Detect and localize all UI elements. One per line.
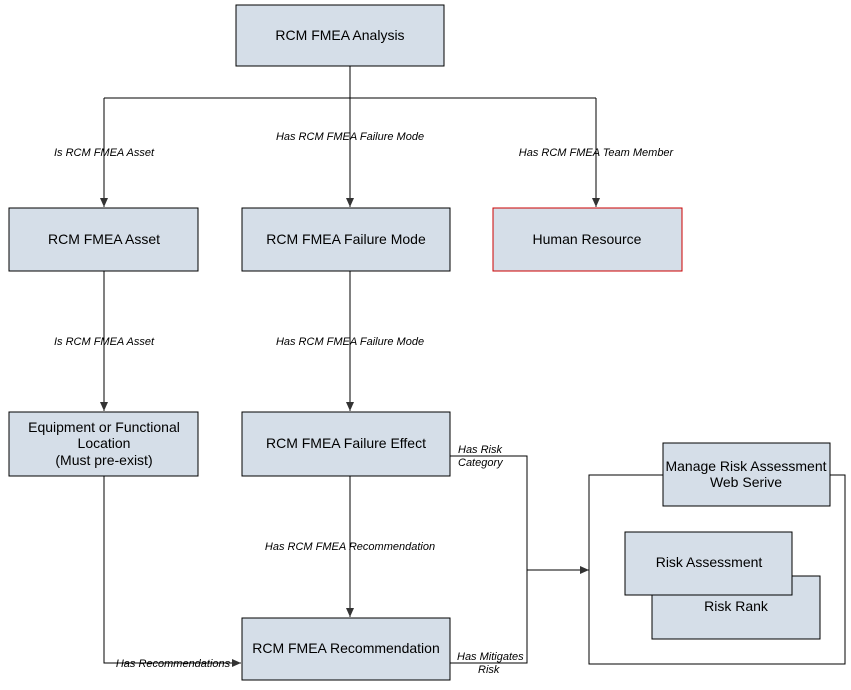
- edge-labels: Is RCM FMEA Asset Has RCM FMEA Failure M…: [54, 131, 675, 676]
- edge-label-is-asset-top: Is RCM FMEA Asset: [54, 147, 155, 159]
- edge-label-has-recommendation: Has RCM FMEA Recommendation: [265, 541, 435, 553]
- node-label-line-1: Manage Risk Assessment: [665, 458, 826, 474]
- node-rcm-fmea-asset[interactable]: RCM FMEA Asset: [8, 207, 199, 272]
- edge-label-has-risk-category-line-2: Category: [458, 457, 504, 469]
- edge-label-has-mitigates-risk-line-2: Risk: [478, 664, 500, 676]
- edge-label-has-team-member: Has RCM FMEA Team Member: [519, 147, 675, 159]
- node-label-line-2: Location: [78, 435, 131, 451]
- node-label: RCM FMEA Failure Mode: [266, 231, 426, 247]
- node-label-line-1: Equipment or Functional: [28, 419, 180, 435]
- node-label-line-3: (Must pre-exist): [55, 452, 152, 468]
- node-label: Human Resource: [533, 231, 642, 247]
- edge-equipment-recommendation: [103, 476, 241, 667]
- node-equipment-or-functional-location[interactable]: Equipment or Functional Location (Must p…: [8, 411, 199, 477]
- connectors: [100, 66, 600, 667]
- node-rcm-fmea-failure-effect[interactable]: RCM FMEA Failure Effect: [241, 411, 451, 477]
- edge-label-has-risk-category-line-1: Has Risk: [458, 444, 503, 456]
- edge-label-is-asset-mid: Is RCM FMEA Asset: [54, 336, 155, 348]
- node-label: RCM FMEA Analysis: [275, 27, 404, 43]
- node-label: RCM FMEA Recommendation: [252, 640, 440, 656]
- edge-label-has-failure-mode-mid: Has RCM FMEA Failure Mode: [276, 336, 424, 348]
- edge-effect-risk: [450, 455, 528, 570]
- node-manage-risk-assessment-web-service[interactable]: Manage Risk Assessment Web Serive: [662, 442, 831, 507]
- node-human-resource[interactable]: Human Resource: [492, 207, 683, 272]
- node-label: RCM FMEA Failure Effect: [266, 435, 426, 451]
- node-rcm-fmea-recommendation[interactable]: RCM FMEA Recommendation: [241, 617, 451, 681]
- edge-label-has-failure-mode-top: Has RCM FMEA Failure Mode: [276, 131, 424, 143]
- edge-label-has-mitigates-risk-line-1: Has Mitigates: [457, 651, 524, 663]
- edge-label-has-recommendations: Has Recommendations: [116, 658, 231, 670]
- node-rcm-fmea-analysis[interactable]: RCM FMEA Analysis: [235, 4, 445, 67]
- node-label: RCM FMEA Asset: [48, 231, 160, 247]
- node-label: Risk Assessment: [656, 554, 763, 570]
- node-risk-assessment[interactable]: Risk Assessment: [624, 531, 793, 596]
- node-label-line-2: Web Serive: [710, 474, 782, 490]
- edge-recommendation-risk: [450, 570, 528, 664]
- node-rcm-fmea-failure-mode[interactable]: RCM FMEA Failure Mode: [241, 207, 451, 272]
- node-label: Risk Rank: [704, 598, 769, 614]
